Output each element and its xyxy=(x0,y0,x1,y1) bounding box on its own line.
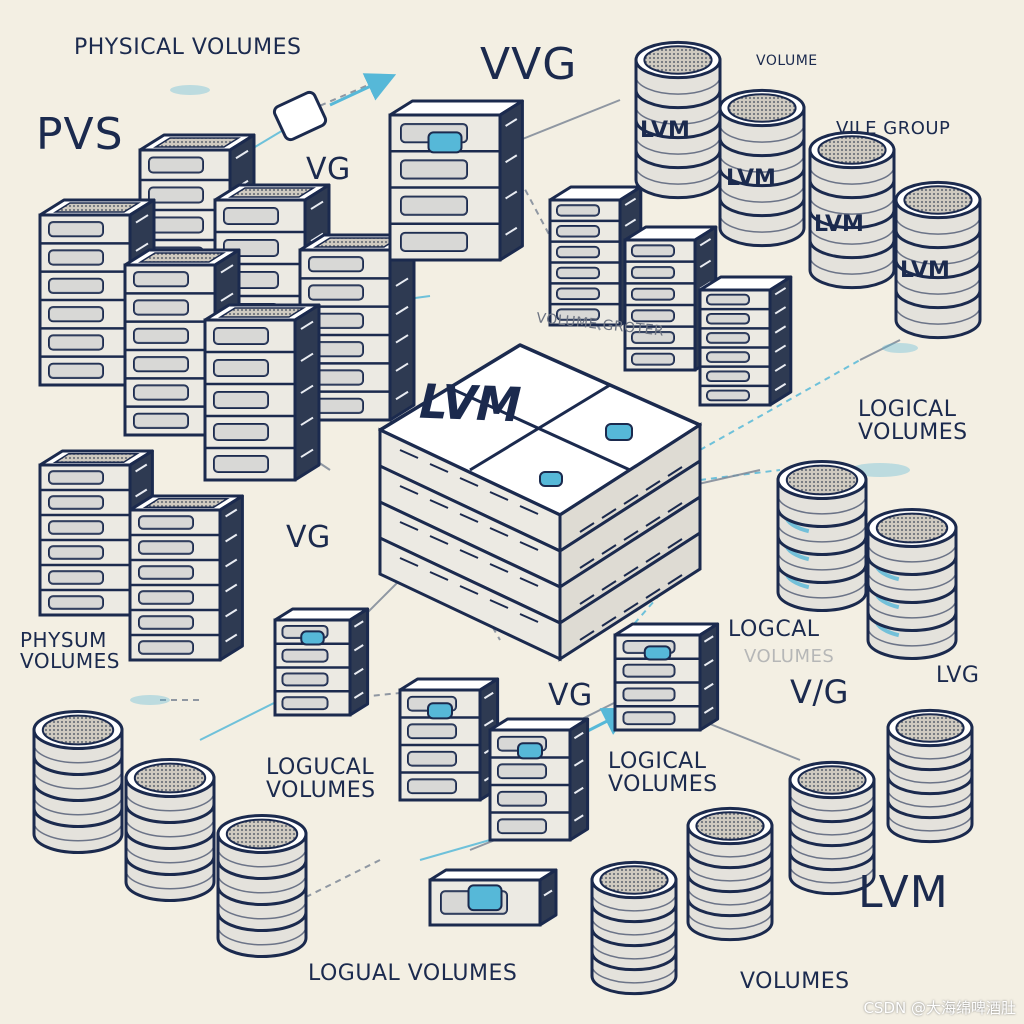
paint-splash xyxy=(130,695,170,705)
cylinder-br-1 xyxy=(590,860,678,996)
cylinder-lvm-label-1: LVM xyxy=(640,118,690,143)
label-v-g: V/G xyxy=(790,673,849,711)
server-vg-3 xyxy=(698,275,793,407)
arrow-line xyxy=(329,73,397,107)
connector-line xyxy=(699,469,781,481)
cylinder-bl-1 xyxy=(32,710,124,854)
server-pv-8 xyxy=(128,494,244,662)
cylinder-lvm-1 xyxy=(634,40,722,200)
server-pv-6 xyxy=(203,303,321,482)
label-logcal-faint: VOLUMES xyxy=(744,646,835,667)
label-lvm-big: LVM xyxy=(858,867,949,918)
storage-devices xyxy=(32,40,982,996)
label-volumes-bottom: VOLUMES xyxy=(740,969,850,994)
cylinder-lvm-label-2: LVM xyxy=(726,166,776,191)
cylinder-lvm-2 xyxy=(718,88,806,248)
watermark: CSDN @大海绵啤酒肚 xyxy=(863,999,1016,1017)
label-logucal-volumes: LOGUCAL VOLUMES xyxy=(266,755,376,804)
label-vile-group: VILE GROUP xyxy=(836,118,951,139)
label-vg-top: VG xyxy=(306,152,351,187)
center-lvm-label: LVM xyxy=(413,373,528,433)
paint-splash xyxy=(882,343,918,353)
server-pv-4 xyxy=(123,248,241,437)
connector-line xyxy=(519,99,621,141)
cylinder-br-3 xyxy=(788,760,876,896)
label-pvs: PVS xyxy=(36,109,124,160)
connector-line xyxy=(699,719,801,761)
cylinder-bl-2 xyxy=(124,758,216,902)
server-lv-3 xyxy=(488,717,590,842)
cylinder-right-1 xyxy=(776,460,868,612)
server-lv-1 xyxy=(273,607,370,717)
label-logical-volumes-right: LOGICAL VOLUMES xyxy=(858,397,968,446)
cylinder-lvm-label-3: LVM xyxy=(814,212,864,237)
server-lv-2 xyxy=(398,677,500,802)
cylinder-lvm-4 xyxy=(894,180,982,340)
connector-plug xyxy=(272,90,328,142)
label-vvg: VVG xyxy=(480,39,578,90)
label-lvg: LVG xyxy=(936,663,980,688)
label-volume-small: VOLUME xyxy=(756,53,818,69)
cylinder-bl-3 xyxy=(216,814,308,958)
label-vg-mid: VG xyxy=(286,520,331,555)
cylinder-lvm-label-4: LVM xyxy=(900,258,950,283)
cylinder-lvm-3 xyxy=(808,130,896,290)
cylinder-br-2 xyxy=(686,806,774,942)
server-lv-4 xyxy=(613,622,720,732)
connector-line xyxy=(309,79,381,111)
server-vg-top xyxy=(388,99,524,262)
connector-line xyxy=(699,359,861,451)
paint-splash xyxy=(170,85,210,95)
label-vg-bottom: VG xyxy=(548,678,593,713)
label-physum-volumes: PHYSUM VOLUMES xyxy=(20,628,120,673)
connector-line xyxy=(859,339,901,361)
label-logical-volumes-bottom: LOGICAL VOLUMES xyxy=(608,749,718,798)
label-logcal: LOGCAL xyxy=(728,617,820,642)
label-physical-volumes-top: PHYSICAL VOLUMES xyxy=(74,35,302,60)
cylinder-right-2 xyxy=(866,508,958,660)
label-logual-volumes: LOGUAL VOLUMES xyxy=(308,961,518,986)
center-lvm-block xyxy=(378,343,702,662)
server-pv-5 xyxy=(298,233,416,422)
connector-line xyxy=(239,859,381,931)
cylinder-br-4 xyxy=(886,708,974,844)
server-lv-flat xyxy=(428,868,558,927)
